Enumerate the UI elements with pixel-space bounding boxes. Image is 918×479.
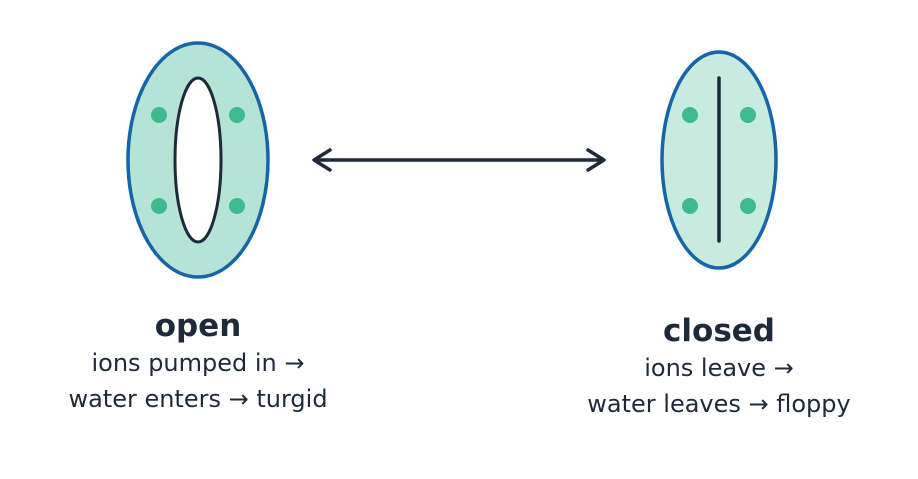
double-headed-arrow-icon [312,148,606,172]
closed-ion-dot [682,198,698,214]
open-state-title: open [154,308,242,344]
closed-state-line-2: water leaves → floppy [587,390,851,418]
open-ion-dot [151,107,167,123]
open-state-line-2: water enters → turgid [68,385,328,413]
open-state-line-1: ions pumped in → [91,349,305,377]
closed-ion-dot [740,107,756,123]
open-stoma [126,41,270,279]
open-ion-dot [151,198,167,214]
closed-stoma [660,50,778,270]
closed-ion-dot [740,198,756,214]
open-state-caption: open ions pumped in → water enters → tur… [68,307,327,417]
open-ion-dot [229,198,245,214]
closed-state-line-1: ions leave → [644,354,794,382]
open-pore [173,76,223,244]
closed-ion-dot [682,107,698,123]
closed-state-title: closed [663,313,775,349]
open-ion-dot [229,107,245,123]
closed-state-caption: closed ions leave → water leaves → flopp… [587,312,850,422]
